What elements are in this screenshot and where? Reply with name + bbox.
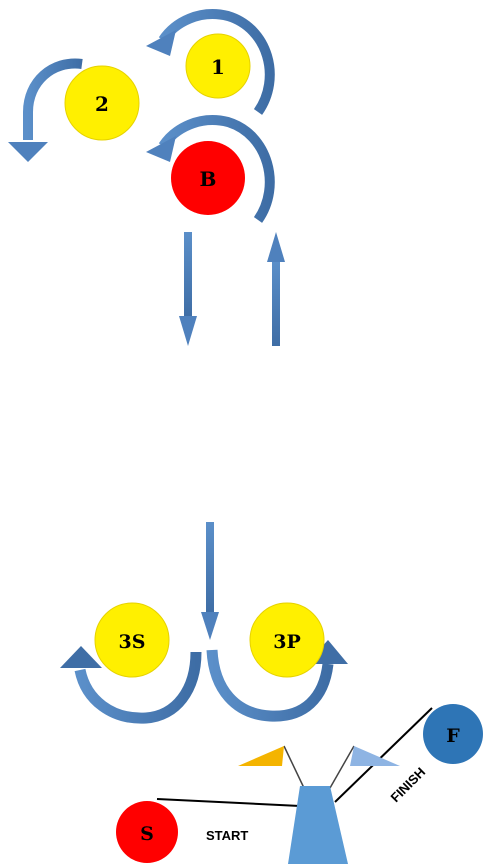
ball-3p: 3P	[249, 602, 325, 678]
ball-1-label: 1	[211, 55, 225, 79]
finish-label: FINISH	[388, 764, 429, 805]
ball-3p-label: 3P	[273, 631, 301, 653]
start-label: START	[206, 828, 248, 843]
finish-flag	[329, 745, 400, 789]
ball-s: S	[116, 801, 178, 863]
turn-arrow-ball-2	[8, 58, 83, 162]
turn-arrow-ball-3s	[60, 646, 202, 724]
turn-arrow-ball-b	[146, 115, 275, 223]
finish-line	[334, 707, 433, 803]
ball-1: 1	[185, 33, 251, 99]
ball-3s: 3S	[94, 602, 170, 678]
up-arrow	[267, 232, 285, 346]
ball-f: F	[423, 704, 483, 764]
ball-b-label: B	[200, 167, 217, 191]
ball-b: B	[171, 141, 245, 215]
judge-boat	[288, 786, 348, 864]
turn-arrow-ball-1	[146, 9, 275, 115]
ball-2-label: 2	[95, 92, 109, 116]
down-arrow-bottom	[201, 522, 219, 640]
ball-3s-label: 3S	[119, 631, 146, 653]
down-arrow-top	[179, 232, 197, 346]
start-flag	[238, 745, 305, 789]
ball-2: 2	[64, 65, 140, 141]
ball-s-label: S	[140, 823, 154, 845]
ball-f-label: F	[446, 725, 460, 747]
start-line	[156, 798, 301, 807]
